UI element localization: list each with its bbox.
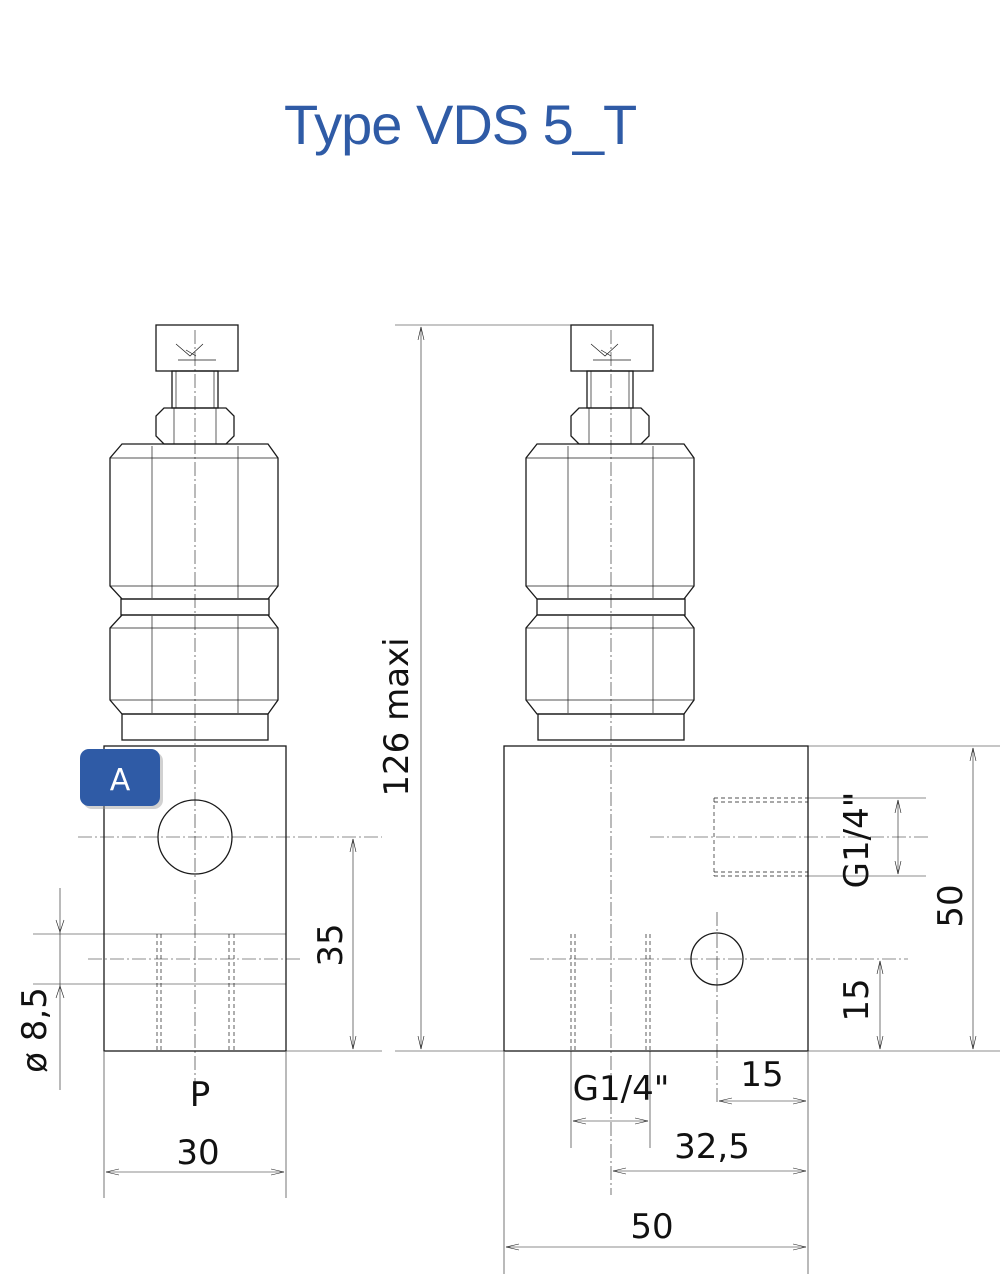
port-label: P xyxy=(190,1075,211,1115)
dim-hole-height: 15 xyxy=(837,978,877,1021)
dim-height-max: 126 maxi xyxy=(377,637,417,796)
dim-height-side: 50 xyxy=(931,884,971,927)
badge-a: A xyxy=(80,749,163,809)
side-dimensions xyxy=(395,324,1000,1274)
dim-bottom-port-offset: 15 xyxy=(740,1055,783,1095)
front-view xyxy=(78,324,382,1100)
dim-width-front: 30 xyxy=(176,1133,219,1173)
dim-width-side: 50 xyxy=(630,1207,673,1247)
dim-port-center: 35 xyxy=(311,923,351,966)
side-view xyxy=(503,324,930,1195)
dim-port-position: 32,5 xyxy=(674,1127,750,1167)
dim-top-port: G1/4" xyxy=(837,792,877,889)
dim-bottom-port: G1/4" xyxy=(573,1069,670,1109)
badge-label: A xyxy=(110,763,131,798)
front-dimensions xyxy=(33,839,382,1198)
dim-hole-diameter: ø 8,5 xyxy=(15,987,55,1073)
page-title: Type VDS 5_T xyxy=(284,93,637,156)
